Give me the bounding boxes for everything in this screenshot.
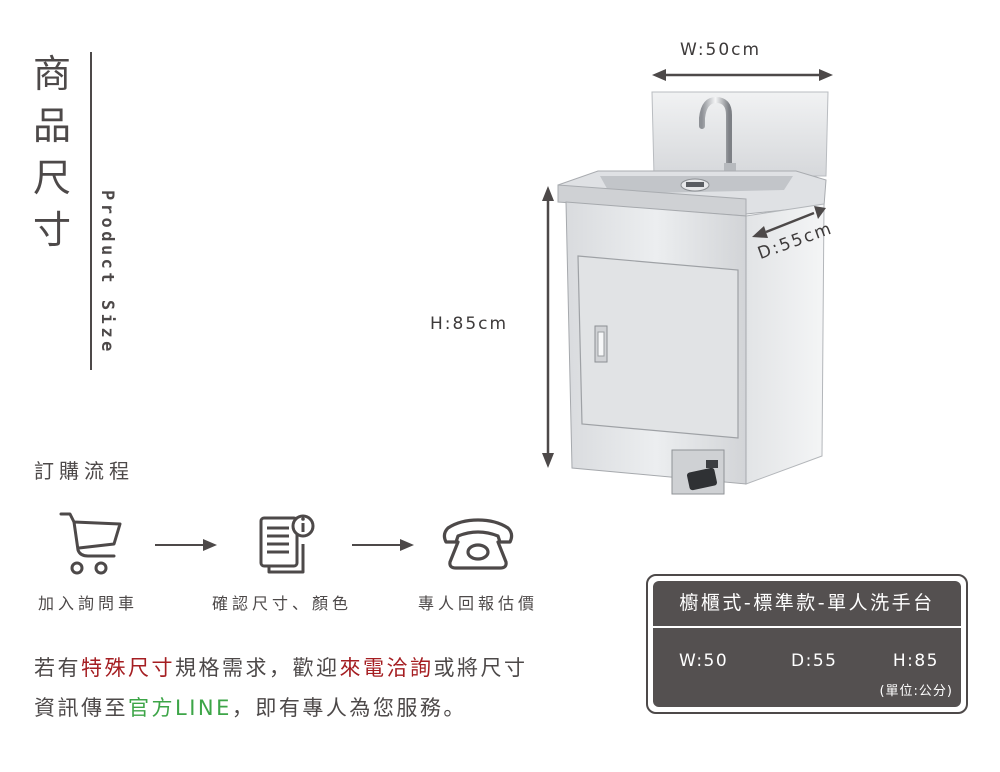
custom-size-note: 若有特殊尺寸規格需求，歡迎來電洽詢或將尺寸 資訊傳至官方LINE，即有專人為您服…	[34, 648, 624, 728]
sink-product-image	[557, 91, 829, 495]
document-info-icon	[259, 514, 315, 574]
step-label-quote-reply: 專人回報估價	[418, 594, 539, 613]
shopping-cart-icon	[59, 512, 122, 575]
spec-height: H:85	[892, 651, 939, 671]
section-title-product-size-cn: 商 品 尺 寸	[30, 48, 74, 256]
spec-box-panel: 櫥櫃式-標準款-單人洗手台 W:50 D:55 H:85 (單位:公分)	[653, 581, 961, 707]
note-line-1: 若有特殊尺寸規格需求，歡迎來電洽詢或將尺寸	[34, 656, 528, 680]
title-char: 寸	[32, 208, 71, 252]
height-dimension-label: H:85cm	[430, 314, 509, 334]
step-label-confirm-size-color: 確認尺寸、顏色	[212, 594, 353, 613]
highlight-official-line: 官方LINE	[128, 696, 232, 720]
title-char: 尺	[32, 156, 71, 200]
spec-box-title: 櫥櫃式-標準款-單人洗手台	[679, 592, 935, 614]
order-flow-title: 訂購流程	[34, 459, 134, 483]
highlight-special-size: 特殊尺寸	[81, 656, 175, 680]
highlight-call-inquiry: 來電洽詢	[339, 656, 434, 680]
spec-box: 櫥櫃式-標準款-單人洗手台 W:50 D:55 H:85 (單位:公分)	[646, 574, 968, 714]
title-divider	[90, 52, 92, 370]
title-char: 商	[32, 52, 71, 96]
spec-unit-note: (單位:公分)	[879, 684, 953, 699]
width-dimension-label: W:50cm	[680, 40, 762, 60]
spec-depth: D:55	[791, 651, 838, 671]
spec-box-divider	[653, 626, 961, 628]
step-label-add-to-cart: 加入詢問車	[38, 594, 139, 613]
flow-arrow-icon	[352, 539, 414, 551]
flow-arrow-icon	[155, 539, 217, 551]
title-char: 品	[32, 104, 71, 148]
telephone-icon	[442, 518, 514, 570]
note-line-2: 資訊傳至官方LINE，即有專人為您服務。	[34, 696, 467, 720]
spec-width: W:50	[679, 651, 729, 671]
section-title-product-size-en: Product Size	[97, 190, 117, 355]
